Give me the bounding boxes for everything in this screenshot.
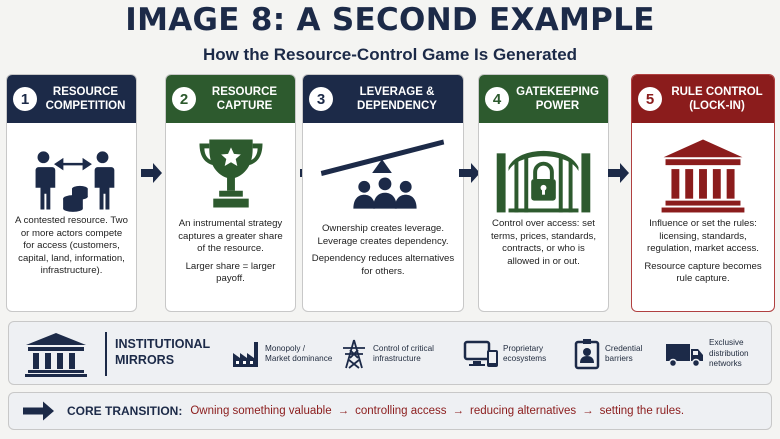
institutional-mirrors-panel: INSTITUTIONAL MIRRORS Monopoly / Market …	[8, 321, 772, 385]
institution-building-icon	[25, 333, 87, 377]
arrow-right-icon	[23, 401, 54, 421]
stage-header: 2 RESOURCE CAPTURE	[166, 75, 295, 123]
factory-icon	[233, 342, 258, 367]
mirror-text: networks	[709, 359, 742, 369]
stage-card-1: 1 RESOURCE COMPETITION A contested resou…	[6, 74, 137, 312]
institution-building-icon	[661, 139, 745, 213]
stage-description: Resource capture becomes rule capture.	[644, 260, 762, 285]
id-badge-icon	[574, 339, 600, 370]
mirror-item-credentials: Credential barriers	[573, 330, 642, 378]
devices-icon	[463, 340, 498, 367]
stage-description: Ownership creates leverage. Leverage cre…	[317, 223, 449, 247]
stage-title: RESOURCE COMPETITION	[45, 86, 126, 112]
transition-separator: →	[452, 405, 465, 417]
mirror-text: infrastructure	[373, 354, 421, 363]
stage-title: RESOURCE CAPTURE	[211, 86, 278, 112]
stage-header: 5 RULE CONTROL (LOCK-IN)	[632, 75, 774, 123]
page-subtitle: How the Resource-Control Game Is Generat…	[202, 45, 578, 64]
stage-number: 4	[485, 87, 509, 111]
stage-header: 3 LEVERAGE & DEPENDENCY	[303, 75, 463, 123]
stage-description: Larger share = larger payoff.	[185, 260, 276, 285]
stage-header: 4 GATEKEEPING POWER	[479, 75, 608, 123]
mirror-text: distribution	[709, 348, 749, 358]
stage-title: LEVERAGE & DEPENDENCY	[357, 86, 437, 112]
stage-card-4: 4 GATEKEEPING POWER Control over access:…	[478, 74, 609, 312]
page-title: IMAGE 8: A SECOND EXAMPLE	[125, 2, 655, 38]
core-transition-label: CORE TRANSITION:	[67, 404, 183, 418]
stage-description: Dependency reduces alternatives for othe…	[311, 253, 455, 277]
flow-arrow	[141, 163, 162, 183]
mirror-text: Exclusive	[709, 338, 744, 348]
mirror-item-ecosystems: Proprietary ecosystems	[463, 330, 546, 378]
mirror-text: ecosystems	[503, 354, 547, 363]
stage-description: An instrumental strategy captures a grea…	[178, 218, 283, 254]
mirror-text: Market dominance	[265, 354, 333, 363]
trophy-icon	[199, 139, 263, 208]
transition-step: controlling access	[355, 405, 447, 417]
stage-description: A contested resource. Two or more actors…	[15, 215, 128, 276]
truck-icon	[666, 344, 703, 368]
transition-separator: →	[582, 405, 594, 417]
stage-card-5: 5 RULE CONTROL (LOCK-IN) Influence or se…	[631, 74, 775, 312]
stage-card-2: 2 RESOURCE CAPTURE An instrumental strat…	[165, 74, 296, 312]
stage-description: Influence or set the rules: licensing, s…	[647, 218, 759, 254]
mirror-item-distribution: Exclusive distribution networks	[665, 330, 749, 378]
core-transition-steps: Owning something valuable → controlling …	[190, 405, 684, 417]
stage-title: RULE CONTROL (LOCK-IN)	[671, 86, 763, 112]
transition-step: Owning something valuable	[190, 405, 332, 417]
mirror-text: Monopoly /	[265, 343, 306, 353]
transition-step: setting the rules.	[599, 405, 685, 417]
stage-number: 2	[172, 87, 196, 111]
stage-header: 1 RESOURCE COMPETITION	[7, 75, 136, 123]
mirrors-label: INSTITUTIONAL MIRRORS	[115, 337, 211, 367]
stage-title: GATEKEEPING POWER	[516, 86, 599, 112]
mirror-text: Control of critical	[373, 343, 434, 353]
core-transition-bar: CORE TRANSITION: Owning something valuab…	[8, 392, 772, 430]
stage-card-3: 3 LEVERAGE & DEPENDENCY Ownership create…	[302, 74, 464, 312]
competing-actors-coins-icon	[34, 151, 115, 212]
mirror-text: barriers	[605, 354, 633, 363]
lever-group-icon	[320, 139, 445, 209]
stage-number: 3	[309, 87, 333, 111]
flow-arrow	[608, 163, 629, 183]
stage-number: 5	[638, 87, 662, 111]
transition-step: reducing alternatives	[470, 405, 577, 417]
mirror-text: Credential	[605, 343, 643, 353]
divider	[105, 332, 107, 376]
stage-number: 1	[13, 87, 37, 111]
mirror-item-infrastructure: Control of critical infrastructure	[339, 330, 434, 378]
mirror-item-monopoly: Monopoly / Market dominance	[231, 330, 332, 378]
power-tower-icon	[343, 339, 365, 369]
stage-description: Control over access: set terms, prices, …	[490, 218, 597, 267]
locked-gate-icon	[496, 150, 591, 213]
mirror-text: Proprietary	[503, 343, 544, 353]
transition-separator: →	[337, 405, 350, 417]
flow-arrow	[459, 163, 480, 183]
